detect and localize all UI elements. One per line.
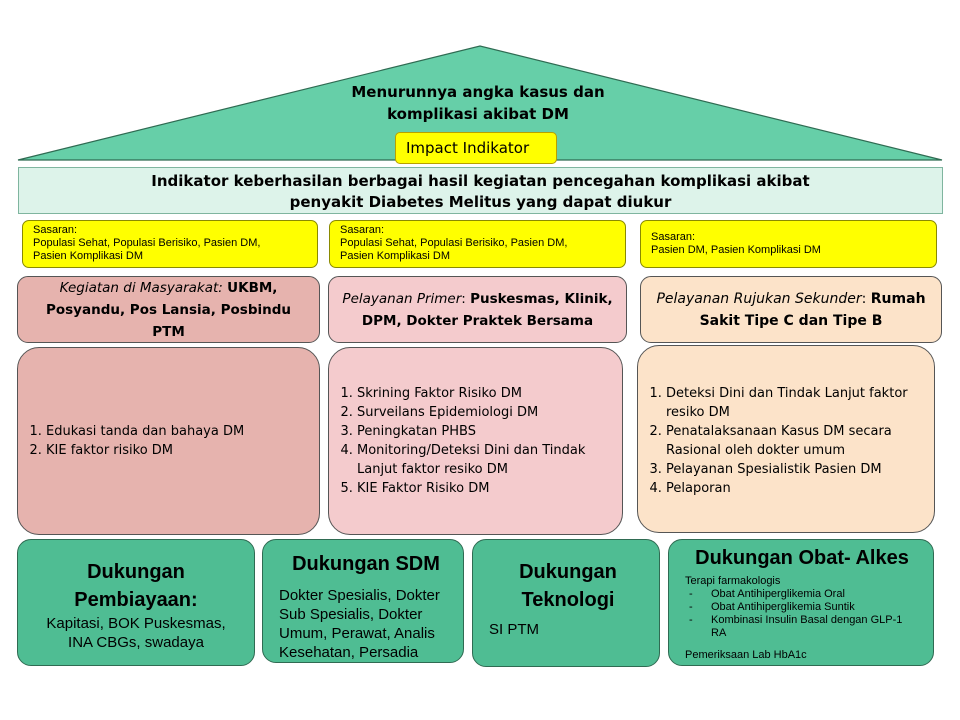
activity-item: Deteksi Dini dan Tindak Lanjut faktor re…: [666, 384, 924, 422]
target-label: Sasaran:: [651, 231, 696, 243]
support-drugs-subtitle: Terapi farmakologis: [685, 575, 781, 587]
support-financing-body: Kapitasi, BOK Puskesmas, INA CBGs, swada…: [46, 615, 226, 651]
activities-primary: Skrining Faktor Risiko DM Surveilans Epi…: [328, 347, 623, 535]
level-primary-italic: Pelayanan Primer: [342, 290, 462, 307]
support-hr-title: Dukungan SDM: [292, 553, 440, 575]
level-community-italic: Kegiatan di Masyarakat:: [59, 279, 223, 296]
activity-item: Peningkatan PHBS: [357, 422, 612, 441]
target-line: Populasi Sehat, Populasi Berisiko, Pasie…: [33, 237, 261, 249]
banner-line2: penyakit Diabetes Melitus yang dapat diu…: [289, 193, 672, 211]
drug-list-item: - Obat Antihiperglikemia Oral: [681, 588, 923, 601]
target-line: Pasien Komplikasi DM: [340, 250, 451, 262]
drug-item: Obat Antihiperglikemia Oral: [711, 588, 845, 600]
support-technology-title: Dukungan Teknologi: [519, 561, 617, 611]
target-line: Pasien DM, Pasien Komplikasi DM: [651, 244, 821, 256]
level-secondary-bold: Rumah Sakit Tipe C dan Tipe B: [699, 290, 926, 329]
activity-item: Penatalaksanaan Kasus DM secara Rasional…: [666, 422, 924, 460]
target-box-community: Sasaran: Populasi Sehat, Populasi Berisi…: [22, 220, 318, 268]
drug-item: Obat Antihiperglikemia Suntik: [711, 601, 855, 613]
drug-list-item: - Kombinasi Insulin Basal dengan GLP-1 R…: [681, 614, 923, 640]
drug-list-item: - Obat Antihiperglikemia Suntik: [681, 601, 923, 614]
support-hr-body: Dokter Spesialis, Dokter Sub Spesialis, …: [279, 587, 440, 661]
activity-item: Pelayanan Spesialistik Pasien DM: [666, 460, 924, 479]
goal-title-line1: Menurunnya angka kasus dan: [351, 83, 605, 101]
support-drugs-footer: Pemeriksaan Lab HbA1c: [685, 649, 807, 661]
activity-item: Skrining Faktor Risiko DM: [357, 384, 612, 403]
bullet-dash: -: [689, 601, 693, 613]
activity-item: Edukasi tanda dan bahaya DM: [46, 422, 244, 441]
level-primary: Pelayanan Primer: Puskesmas, Klinik, DPM…: [328, 276, 627, 343]
support-financing-title: Dukungan Pembiayaan:: [74, 561, 198, 611]
activity-item: KIE faktor risiko DM: [46, 441, 244, 460]
success-indicator-banner: Indikator keberhasilan berbagai hasil ke…: [18, 167, 943, 214]
level-community: Kegiatan di Masyarakat: UKBM, Posyandu, …: [17, 276, 320, 343]
activity-item: Pelaporan: [666, 479, 924, 498]
target-label: Sasaran:: [340, 224, 385, 236]
activity-item: KIE Faktor Risiko DM: [357, 479, 612, 498]
support-hr: Dukungan SDM Dokter Spesialis, Dokter Su…: [262, 539, 464, 663]
bullet-dash: -: [689, 588, 693, 600]
level-secondary-italic: Pelayanan Rujukan Sekunder: [656, 290, 862, 307]
activities-secondary: Deteksi Dini dan Tindak Lanjut faktor re…: [637, 345, 935, 533]
target-box-secondary: Sasaran: Pasien DM, Pasien Komplikasi DM: [640, 220, 937, 268]
impact-indicator-label: Impact Indikator: [395, 132, 557, 164]
support-technology: Dukungan Teknologi SI PTM: [472, 539, 660, 667]
target-box-primary: Sasaran: Populasi Sehat, Populasi Berisi…: [329, 220, 626, 268]
target-label: Sasaran:: [33, 224, 78, 236]
bullet-dash: -: [689, 614, 693, 626]
level-secondary: Pelayanan Rujukan Sekunder: Rumah Sakit …: [640, 276, 942, 343]
support-technology-body: SI PTM: [489, 621, 540, 638]
level-primary-bold: Puskesmas, Klinik, DPM, Dokter Praktek B…: [361, 290, 613, 329]
banner-line1: Indikator keberhasilan berbagai hasil ke…: [151, 172, 810, 190]
activity-item: Surveilans Epidemiologi DM: [357, 403, 612, 422]
support-drugs: Dukungan Obat- Alkes Terapi farmakologis…: [668, 539, 934, 666]
support-financing: Dukungan Pembiayaan: Kapitasi, BOK Puske…: [17, 539, 255, 666]
target-line: Populasi Sehat, Populasi Berisiko, Pasie…: [340, 237, 568, 249]
level-community-bold: UKBM, Posyandu, Pos Lansia, Posbindu PTM: [45, 279, 292, 340]
target-line: Pasien Komplikasi DM: [33, 250, 144, 262]
goal-title: Menurunnya angka kasus dan komplikasi ak…: [330, 81, 626, 125]
activities-community: Edukasi tanda dan bahaya DM KIE faktor r…: [17, 347, 320, 535]
activity-item: Monitoring/Deteksi Dini dan Tindak Lanju…: [357, 441, 612, 479]
goal-title-line2: komplikasi akibat DM: [387, 105, 569, 123]
drug-item: Kombinasi Insulin Basal dengan GLP-1 RA: [711, 614, 903, 639]
support-drugs-title: Dukungan Obat- Alkes: [695, 547, 909, 569]
